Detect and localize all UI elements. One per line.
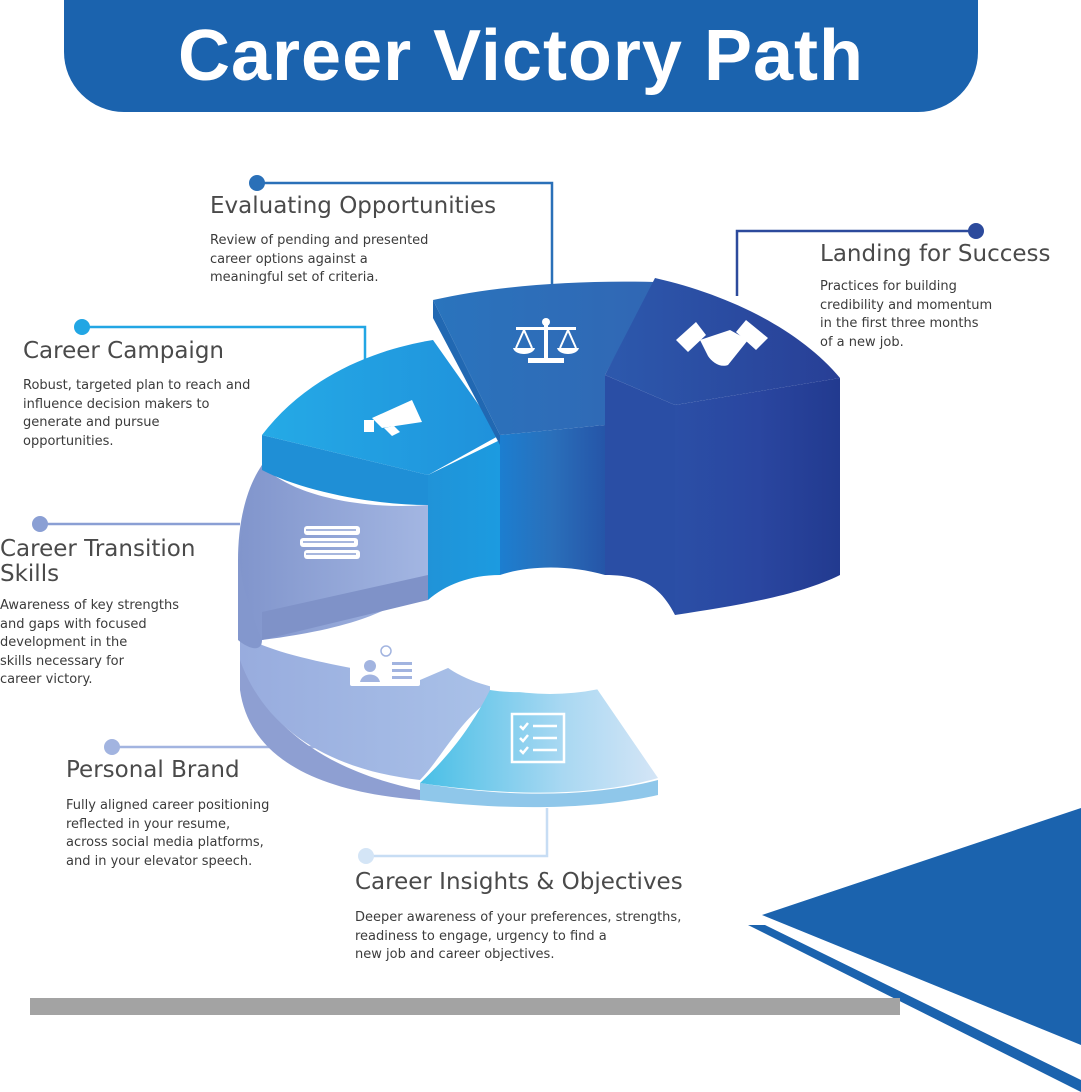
dot-campaign [74, 319, 90, 335]
dot-transition [32, 516, 48, 532]
stage-title-landing: Landing for Success [820, 241, 1051, 267]
connector-insights [366, 808, 549, 858]
title-banner [64, 0, 978, 112]
stage-title-transition: Career Transition Skills [0, 536, 196, 587]
segment-career-campaign [262, 340, 500, 600]
stage-title-campaign: Career Campaign [23, 338, 224, 364]
dot-insights [358, 848, 374, 864]
dot-brand [104, 739, 120, 755]
connector-evaluating [257, 181, 554, 292]
stage-desc-insights: Deeper awareness of your preferences, st… [355, 910, 682, 962]
scales-icon [513, 318, 579, 363]
stage-desc-landing: Practices for building credibility and m… [820, 279, 993, 350]
stage-title-brand: Personal Brand [66, 757, 240, 783]
segment-personal-brand [240, 630, 490, 800]
dot-landing [968, 223, 984, 239]
checklist-icon [510, 712, 566, 764]
megaphone-icon [364, 400, 422, 436]
handshake-icon [676, 320, 768, 366]
connector-campaign [82, 325, 367, 360]
stage-desc-transition: Awareness of key strengths and gaps with… [0, 598, 180, 687]
stage-desc-evaluating: Review of pending and presented career o… [210, 233, 429, 285]
connector-landing [735, 229, 976, 296]
ring-center [425, 570, 675, 694]
id-card-icon [350, 645, 420, 686]
books-icon [300, 526, 360, 559]
page-title: Career Victory Path [178, 16, 864, 96]
segment-career-insights [420, 686, 658, 808]
segment-landing [605, 278, 840, 615]
bottom-bar [30, 998, 900, 1015]
stage-title-insights: Career Insights & Objectives [355, 869, 683, 895]
corner-decoration [748, 808, 1081, 1092]
stage-title-evaluating: Evaluating Opportunities [210, 193, 497, 219]
dot-evaluating [249, 175, 265, 191]
stage-desc-campaign: Robust, targeted plan to reach and influ… [23, 378, 251, 449]
stage-desc-brand: Fully aligned career positioning reflect… [66, 798, 270, 869]
